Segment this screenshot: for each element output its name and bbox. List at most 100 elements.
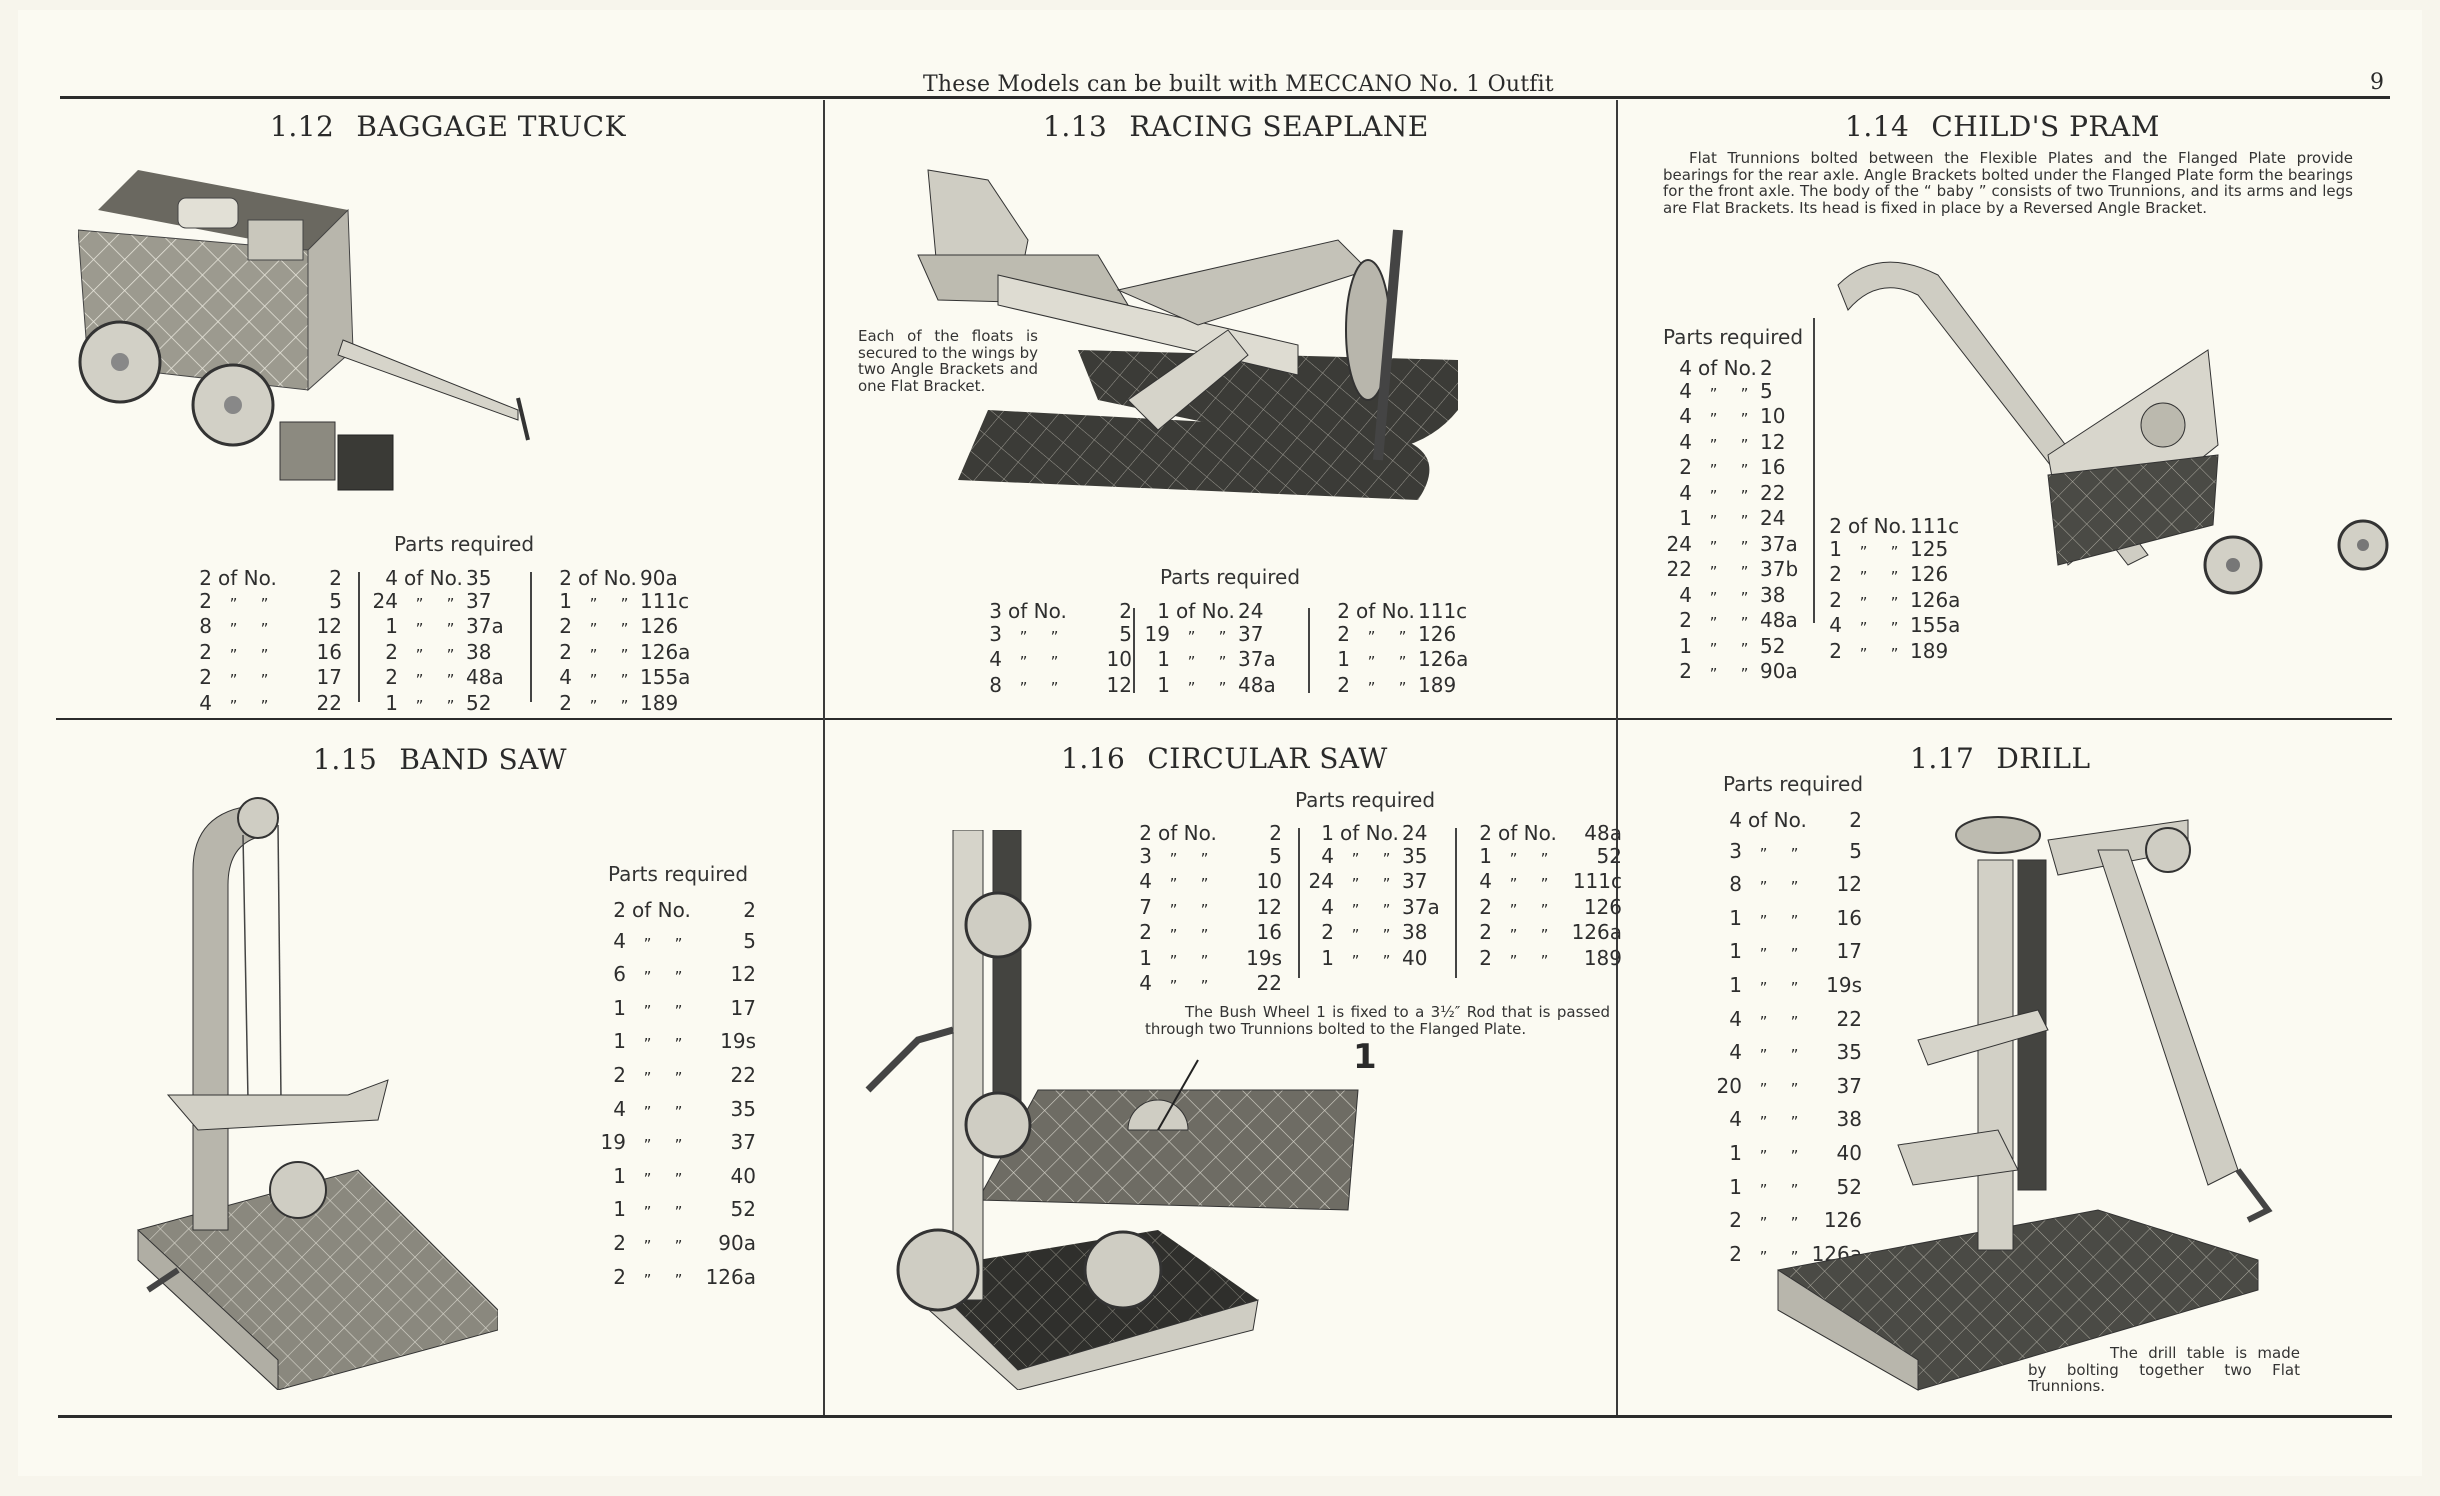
part-number: 22 (1836, 1006, 1862, 1031)
ditto-mark: ” (1759, 1180, 1768, 1199)
ditto-marks: ”” (1748, 1037, 1810, 1071)
parts-row: 4””12 (1658, 430, 1806, 457)
ditto-mark: ” (1709, 461, 1718, 479)
ditto-mark: ” (1187, 653, 1196, 671)
model-name: BAND SAW (399, 743, 568, 776)
part-quantity: 1 (1321, 945, 1334, 970)
ditto-mark: ” (1200, 951, 1209, 970)
crank-handle (2235, 1168, 2273, 1223)
parts-row: 2””126a (1458, 921, 1622, 947)
ditto-marks: ”” (1748, 836, 1810, 870)
parts-row: 1””126a (1316, 648, 1480, 674)
part-number: 17 (730, 995, 756, 1020)
part-number: 40 (1402, 945, 1428, 970)
ditto-mark: ” (1790, 1012, 1799, 1031)
ditto-mark: ” (643, 934, 652, 953)
ditto-mark: ” (1790, 978, 1799, 997)
part-quantity: 19 (1144, 621, 1170, 646)
front-float (958, 410, 1430, 500)
part-quantity: 2 (1479, 920, 1492, 944)
ditto-mark: ” (1890, 593, 1899, 612)
ditto-marks: ”” (1698, 635, 1760, 661)
ditto-mark: ” (260, 645, 269, 664)
ditto-mark: ” (1790, 844, 1799, 863)
saw-column (192, 804, 269, 1231)
parts-row: 4””37a (1300, 895, 1464, 922)
part-quantity: 2 (1139, 920, 1152, 944)
of-no-label: of No. (1340, 821, 1399, 845)
ditto-mark: ” (1019, 678, 1028, 697)
ditto-marks: ”” (1158, 972, 1220, 998)
ditto-mark: ” (1169, 875, 1178, 893)
ditto-mark: ” (1709, 512, 1718, 530)
part-quantity: 2 (613, 1230, 626, 1255)
part-quantity: 2 (613, 898, 626, 922)
part-number: 37 (730, 1130, 756, 1155)
ditto-mark: ” (415, 645, 424, 664)
part-quantity: 4 (1679, 404, 1692, 428)
ditto-marks: ”” (404, 615, 466, 641)
ditto-mark: ” (1351, 849, 1360, 868)
parts-required-label: Parts required (1723, 772, 1864, 796)
part-number: 16 (316, 639, 342, 664)
part-number: 155a (1910, 613, 1961, 637)
part-quantity: 4 (1729, 1107, 1742, 1132)
ditto-marks: ”” (1008, 623, 1070, 649)
ditto-mark: ” (1169, 951, 1178, 970)
ditto-marks: ”” (1848, 640, 1910, 666)
ditto-mark: ” (1509, 900, 1518, 919)
ditto-mark: ” (1218, 653, 1227, 671)
ditto-marks: ”” (632, 1228, 694, 1262)
ditto-mark: ” (1759, 1247, 1768, 1266)
part-number: 22 (1256, 971, 1282, 995)
ditto-marks: ”” (1176, 674, 1238, 700)
drill-diagonal-strip (2097, 849, 2239, 1186)
saw-band-back (242, 834, 249, 1101)
ditto-mark: ” (1200, 875, 1209, 893)
parts-row: 24””37 (1300, 870, 1464, 896)
part-number: 2 (1849, 808, 1862, 832)
part-quantity: 2 (199, 665, 212, 689)
ditto-mark: ” (260, 696, 269, 715)
part-quantity: 20 (1716, 1073, 1742, 1098)
ditto-marks: ”” (1698, 533, 1760, 559)
part-quantity: 1 (1729, 1140, 1742, 1165)
parts-row: 4””22 (1708, 1004, 1862, 1038)
part-number: 37 (1836, 1073, 1862, 1098)
ditto-marks: ”” (632, 1194, 694, 1228)
part-quantity: 4 (1139, 869, 1152, 893)
part-number: 17 (1836, 939, 1862, 964)
ditto-marks: ”” (1698, 431, 1760, 457)
ditto-marks: ”” (1158, 896, 1220, 922)
part-quantity: 2 (1337, 599, 1350, 623)
ditto-mark: ” (1019, 653, 1028, 671)
part-quantity: 2 (385, 665, 398, 689)
parts-row: 2””126 (1708, 1205, 1862, 1239)
part-number: 48a (1584, 821, 1622, 845)
part-quantity: 2 (613, 1264, 626, 1289)
ditto-mark: ” (674, 1169, 683, 1188)
ditto-mark: ” (415, 620, 424, 638)
model-number: 1.17 (1910, 742, 1975, 775)
ditto-mark: ” (1859, 644, 1868, 663)
drive-pulley (896, 1228, 980, 1312)
ditto-mark: ” (1709, 537, 1718, 556)
parts-row: 4””22 (1118, 972, 1282, 998)
ditto-mark: ” (1740, 614, 1749, 632)
ditto-marks: ”” (1748, 1004, 1810, 1038)
pram-wheel-hub (2357, 539, 2369, 551)
ditto-mark: ” (1351, 926, 1360, 944)
ditto-marks: ”” (1698, 558, 1760, 584)
ditto-marks: ”” (1698, 507, 1760, 533)
part-number: 48a (1760, 608, 1798, 632)
parts-row: 1””40 (592, 1161, 756, 1195)
ditto-mark: ” (620, 620, 629, 638)
ditto-marks: ”” (1340, 921, 1402, 947)
ditto-marks: ”” (1176, 623, 1238, 649)
ditto-mark: ” (1709, 435, 1718, 454)
part-number: 38 (1836, 1107, 1862, 1132)
